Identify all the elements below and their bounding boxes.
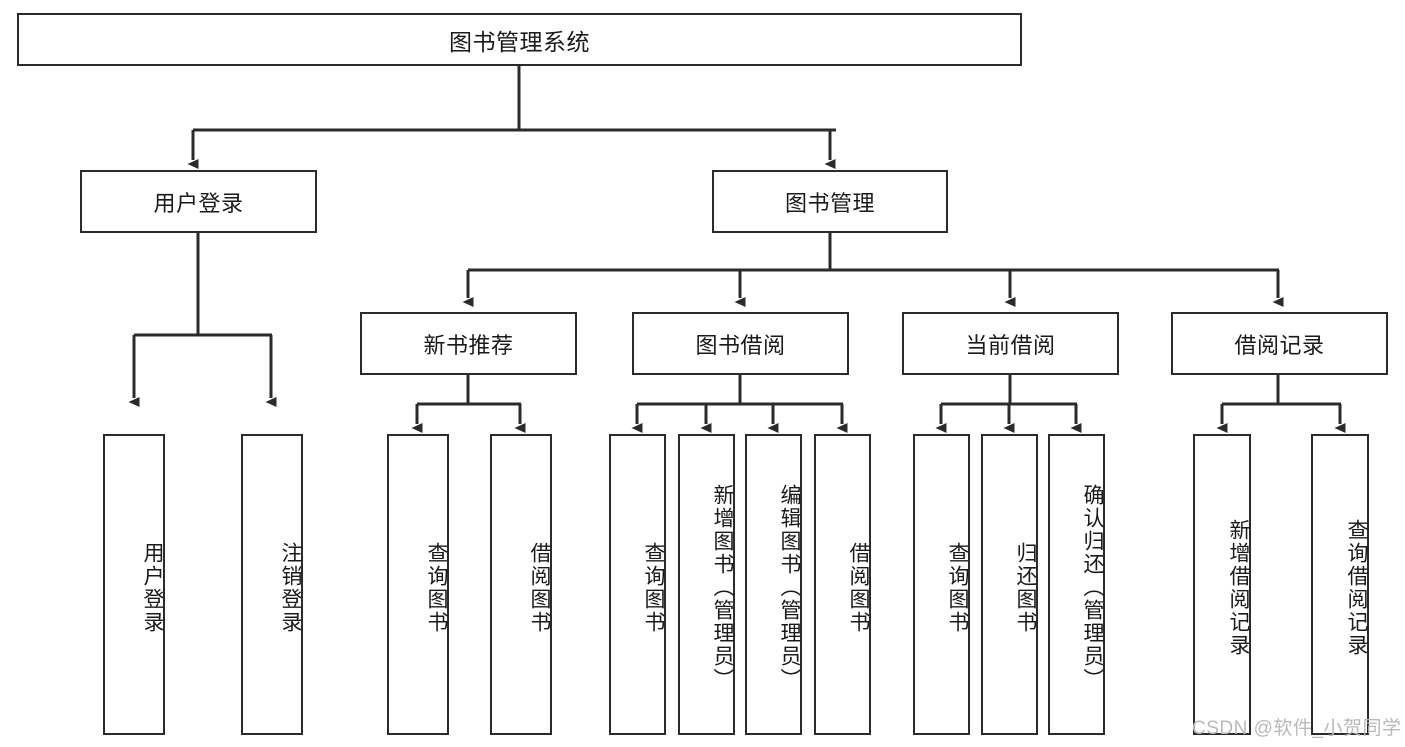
node-leaf-user-login[interactable]: 用户登录	[103, 434, 165, 735]
node-label: 编辑图书（管理员）	[778, 484, 801, 691]
node-leaf-add-book-admin[interactable]: 新增图书（管理员）	[678, 434, 735, 735]
node-label: 查询图书	[642, 541, 665, 634]
node-label: 查询借阅记录	[1345, 518, 1368, 657]
node-leaf-logout-login[interactable]: 注销登录	[241, 434, 303, 735]
node-book-management[interactable]: 图书管理	[712, 170, 948, 233]
node-label: 当前借阅	[965, 332, 1056, 358]
node-leaf-query-book-1[interactable]: 查询图书	[387, 434, 449, 735]
node-label: 借阅记录	[1234, 332, 1325, 358]
node-label: 注销登录	[279, 541, 302, 634]
node-leaf-borrow-book-2[interactable]: 借阅图书	[814, 434, 871, 735]
csdn-watermark: CSDN @软件_小贺同学	[1192, 718, 1402, 739]
node-label: 用户登录	[153, 190, 244, 216]
node-label: 图书管理	[784, 190, 875, 216]
node-root-system[interactable]: 图书管理系统	[17, 13, 1022, 66]
node-leaf-edit-book-admin[interactable]: 编辑图书（管理员）	[745, 434, 802, 735]
node-label: 确认归还（管理员）	[1081, 484, 1104, 691]
node-label: 借阅图书	[528, 541, 551, 634]
node-leaf-return-book[interactable]: 归还图书	[981, 434, 1038, 735]
node-leaf-add-borrow-record[interactable]: 新增借阅记录	[1193, 434, 1251, 735]
node-leaf-query-borrow-record[interactable]: 查询借阅记录	[1311, 434, 1369, 735]
node-label: 新增图书（管理员）	[711, 484, 734, 691]
node-label: 新书推荐	[423, 332, 514, 358]
node-label: 查询图书	[946, 541, 969, 634]
node-label: 用户登录	[141, 541, 164, 634]
node-label: 新增借阅记录	[1227, 518, 1250, 657]
node-leaf-query-book-2[interactable]: 查询图书	[609, 434, 666, 735]
node-book-borrow[interactable]: 图书借阅	[632, 312, 849, 375]
node-borrow-record[interactable]: 借阅记录	[1171, 312, 1388, 375]
node-new-book-recommend[interactable]: 新书推荐	[360, 312, 577, 375]
node-user-login[interactable]: 用户登录	[80, 170, 317, 233]
node-label: 归还图书	[1014, 541, 1037, 634]
node-label: 查询图书	[425, 541, 448, 634]
node-label: 图书管理系统	[449, 28, 590, 55]
node-label: 借阅图书	[847, 541, 870, 634]
node-leaf-confirm-return-admin[interactable]: 确认归还（管理员）	[1048, 434, 1105, 735]
node-leaf-query-book-3[interactable]: 查询图书	[913, 434, 970, 735]
node-label: 图书借阅	[695, 332, 786, 358]
node-leaf-borrow-book-1[interactable]: 借阅图书	[490, 434, 552, 735]
node-current-borrow[interactable]: 当前借阅	[902, 312, 1119, 375]
